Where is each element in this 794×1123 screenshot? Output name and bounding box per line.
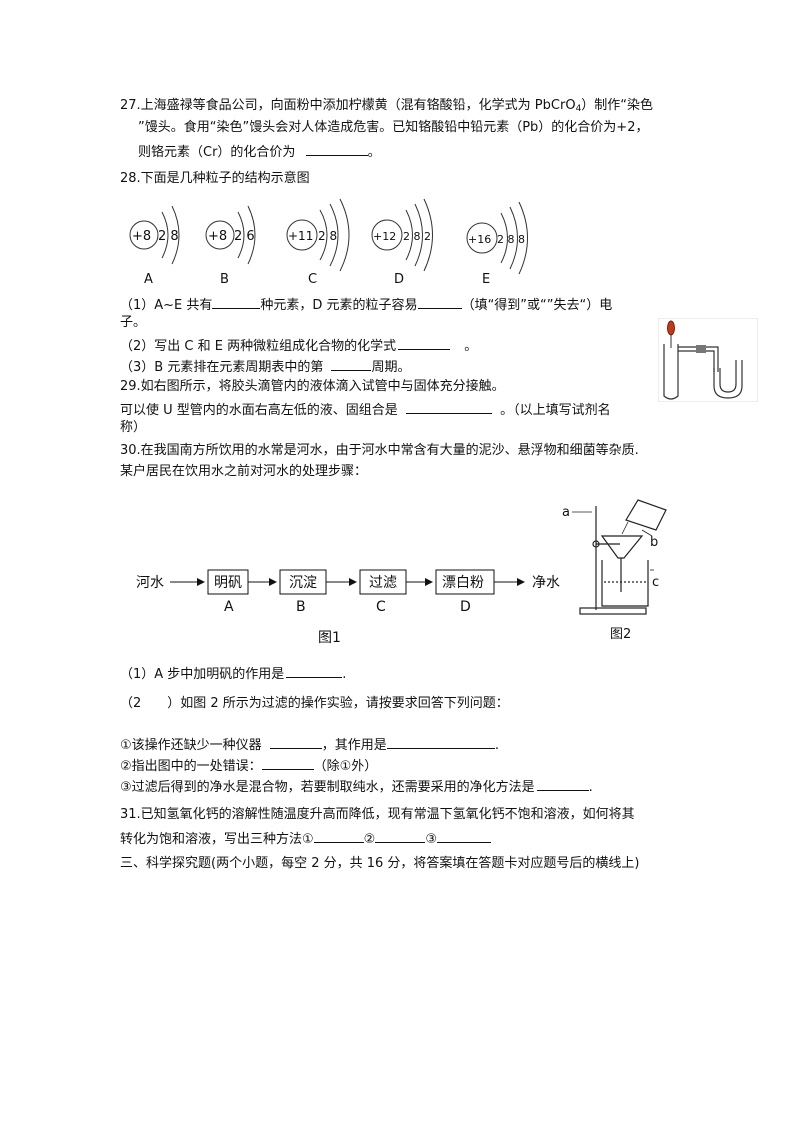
flow-step-filter: 过滤 (369, 575, 397, 591)
q31-method3-blank[interactable] (436, 828, 491, 843)
q30-line1: 30.在我国南方所饮用的水常是河水，由于河水中常含有大量的泥沙、悬浮物和细菌等杂… (120, 443, 639, 458)
water-treatment-flow-diagram: 河水 明矾 沉淀 过滤 漂白粉 净水 A B C D 图1 (136, 569, 560, 646)
flow-step-alum: 明矾 (214, 575, 242, 591)
atom-e-label: E (482, 272, 490, 287)
flow-step-bleach: 漂白粉 (442, 575, 484, 591)
q28-p2-a: （2）写出 C 和 E 两种微粒组成化合物的化学式 (120, 339, 397, 354)
q31-mark2: ② (363, 832, 376, 847)
flow-label-b: B (296, 599, 306, 615)
atom-d-shells: 2 8 2 (403, 230, 431, 243)
q28-part3: （3）B 元素排在元素周期表中的第 周期。 (120, 356, 410, 377)
flow-label-a: A (224, 599, 234, 615)
flow-label-c: C (376, 599, 386, 615)
q30-s3-b: . (588, 780, 593, 795)
q28-p1-blank2[interactable] (417, 294, 462, 309)
q31-line2: 转化为饱和溶液，写出三种方法① ② ③ (120, 828, 491, 849)
q29-line3: 称） (120, 420, 147, 435)
q30-part2: （2 ）如图 2 所示为过滤的操作实验，请按要求回答下列问题： (120, 696, 509, 711)
q28-part2: （2）写出 C 和 E 两种微粒组成化合物的化学式 。 (120, 335, 477, 356)
fig2-label-c: c (652, 575, 659, 590)
q27-line1: 27.上海盛禄等食品公司，向面粉中添加柠檬黄（混有铬酸铅，化学式为 PbCrO4… (120, 97, 653, 118)
q27-line3-end: 。 (367, 145, 381, 160)
section3-heading: 三、科学探究题(两个小题，每空 2 分，共 16 分，将答案填在答题卡对应题号后… (120, 856, 640, 871)
q30-s1-blank1[interactable] (269, 734, 322, 749)
q27-line3-text: 则铬元素（Cr）的化合价为 (138, 145, 296, 160)
u-tube-apparatus-figure (658, 318, 758, 402)
q30-s1-blank2[interactable] (386, 734, 495, 749)
q28-p1-d: 子。 (120, 315, 147, 330)
fig1-caption: 图1 (318, 630, 341, 646)
q31-line1: 31.已知氢氧化钙的溶解性随温度升高而降低，现有常温下氢氧化钙不饱和溶液，如何将… (120, 807, 635, 822)
atom-e-nucleus: +16 (468, 233, 491, 246)
q28-part1: （1）A~E 共有 种元素，D 元素的粒子容易 （填“得到”或“”失去“）电 (120, 294, 612, 315)
q30-sub2: ②指出图中的一处错误： （除①外） (120, 755, 377, 776)
atom-e-shells: 2 8 8 (497, 233, 525, 246)
flow-end-clean-water: 净水 (532, 575, 560, 591)
q29-line1: 29.如右图所示，将胶头滴管内的液体滴入试管中与固体充分接触。 (120, 379, 505, 394)
atom-structure-diagrams: +8 2 8 +8 2 6 +11 2 8 +12 2 8 2 +16 2 8 … (129, 198, 528, 287)
atom-c-label: C (308, 272, 317, 287)
flow-label-d: D (460, 599, 471, 615)
q28-p1-b: 种元素，D 元素的粒子容易 (260, 298, 418, 313)
q29-line2: 可以使 U 型管内的水面右高左低的液、固组合是 。（以上填写试剂名 (120, 399, 611, 420)
atom-a-shells: 2 8 (158, 229, 179, 244)
q30-s1-b: ，其作用是 (321, 738, 387, 753)
fig2-caption: 图2 (610, 627, 631, 642)
atom-c-shells: 2 8 (318, 229, 337, 243)
q27-subscript: 4 (575, 104, 582, 114)
q29-line2-b: 。（以上填写试剂名 (500, 403, 611, 418)
fig2-label-b: b (650, 535, 658, 550)
q31-mark3: ③ (425, 832, 437, 847)
flow-step-sediment: 沉淀 (289, 575, 317, 591)
q28-p3-a: （3）B 元素排在元素周期表中的第 (120, 360, 324, 375)
q31-method1-blank[interactable] (313, 828, 364, 843)
q30-s1-c: . (494, 738, 499, 753)
atom-a-nucleus: +8 (132, 229, 151, 244)
flow-start-river-water: 河水 (136, 575, 164, 591)
q28-p1-a: （1）A~E 共有 (120, 298, 213, 313)
q30-p1-a: （1）A 步中加明矾的作用是 (120, 667, 285, 682)
q27-line1-text: 27.上海盛禄等食品公司，向面粉中添加柠檬黄（混有铬酸铅，化学式为 PbCrO (120, 98, 576, 113)
q30-s3-a: ③过滤后得到的净水是混合物，若要制取纯水，还需要采用的净化方法是 (120, 780, 535, 795)
atom-c-nucleus: +11 (288, 229, 313, 243)
q30-s2-blank[interactable] (261, 755, 314, 770)
q27-line1-end: ）制作“染色 (581, 98, 654, 113)
q30-p1-blank[interactable] (286, 663, 343, 678)
q29-answer-blank[interactable] (405, 399, 492, 414)
atom-d-nucleus: +12 (373, 230, 396, 243)
q27-line3: 则铬元素（Cr）的化合价为 。 (138, 141, 381, 162)
q30-s2-b: （除①外） (313, 759, 378, 774)
q30-line2: 某户居民在饮用水之前对河水的处理步骤： (120, 464, 368, 479)
q30-s1-a: ①该操作还缺少一种仪器 (120, 738, 262, 753)
q27-answer-blank[interactable] (305, 141, 368, 156)
q28-p2-b: 。 (464, 339, 478, 354)
q28-title: 28.下面是几种粒子的结构示意图 (120, 171, 310, 186)
q30-s3-blank[interactable] (536, 776, 589, 791)
q27-line2: ”馒头。食用“染色”馒头会对人体造成危害。已知铬酸铅中铅元素（Pb）的化合价为+… (138, 120, 649, 135)
atom-a-label: A (144, 272, 153, 287)
q30-s2-a: ②指出图中的一处错误： (120, 759, 262, 774)
q28-p1-blank1[interactable] (212, 294, 261, 309)
fig2-label-a: a (562, 505, 570, 520)
atom-d-label: D (394, 272, 404, 287)
q28-p1-c: （填“得到”或“”失去“）电 (461, 298, 613, 313)
q29-line2-a: 可以使 U 型管内的水面右高左低的液、固组合是 (120, 403, 398, 418)
q28-p2-blank[interactable] (398, 335, 451, 350)
filtration-apparatus-figure: a b c 图2 (562, 499, 667, 642)
atom-b-nucleus: +8 (208, 229, 227, 244)
q30-part1: （1）A 步中加明矾的作用是. (120, 663, 346, 684)
atom-b-label: B (220, 272, 229, 287)
q30-sub3: ③过滤后得到的净水是混合物，若要制取纯水，还需要采用的净化方法是. (120, 776, 593, 797)
q31-method2-blank[interactable] (375, 828, 426, 843)
q28-p3-blank[interactable] (331, 356, 372, 371)
q28-p3-b: 周期。 (371, 360, 411, 375)
q31-line2-text: 转化为饱和溶液，写出三种方法① (120, 832, 314, 847)
q30-sub1: ①该操作还缺少一种仪器 ，其作用是. (120, 734, 499, 755)
atom-b-shells: 2 6 (234, 229, 255, 244)
q30-p1-b: . (342, 667, 347, 682)
